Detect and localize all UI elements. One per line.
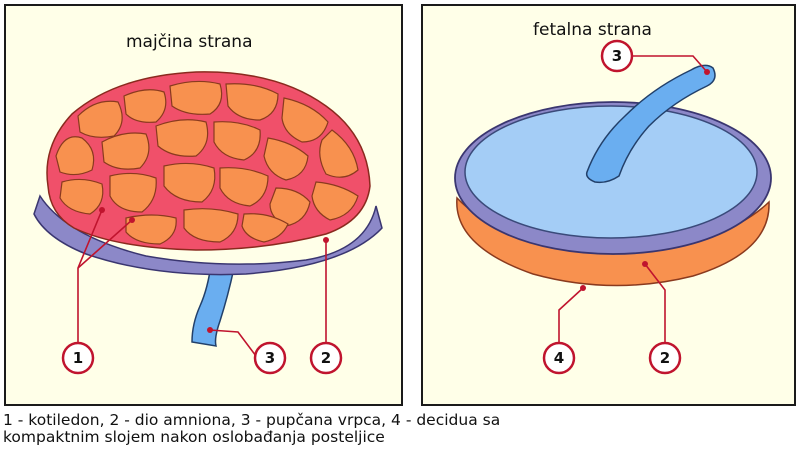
maternal-placenta-illustration: 1 3 2 — [33, 71, 383, 375]
fetal-placenta-illustration: 3 4 2 — [454, 39, 772, 375]
lobe — [163, 162, 216, 203]
lobe — [219, 167, 269, 207]
label-number: 3 — [612, 47, 622, 65]
lobe — [169, 80, 223, 115]
label-number: 2 — [660, 349, 670, 367]
maternal-side-title: majčina strana — [126, 32, 253, 52]
lobe — [225, 83, 279, 121]
caption-line-2: kompaktnim slojem nakon oslobađanja post… — [3, 428, 385, 446]
lobe — [311, 181, 359, 221]
label-number: 2 — [321, 349, 331, 367]
caption-line-1: 1 - kotiledon, 2 - dio amniona, 3 - pupč… — [3, 411, 501, 429]
lobe — [213, 121, 261, 161]
cotyledon-lobes — [55, 80, 359, 245]
lobe — [269, 187, 311, 227]
label-marker-2: 2 — [309, 341, 343, 375]
lobe — [55, 136, 95, 176]
leader-line-2 — [644, 263, 666, 344]
leader-line-4 — [558, 287, 584, 344]
maternal-side-panel: majčina strana — [4, 4, 403, 406]
amnion-layer — [33, 194, 383, 276]
fetal-side-panel: fetalna strana 3 4 2 — [421, 4, 796, 406]
label-number: 4 — [554, 349, 564, 367]
label-marker-2: 2 — [648, 341, 682, 375]
lobe — [101, 132, 150, 170]
label-number: 1 — [73, 349, 83, 367]
lobe — [125, 214, 177, 245]
lobe — [59, 178, 104, 215]
leader-line-1b — [77, 219, 133, 269]
lobe — [319, 129, 359, 178]
lobe — [77, 100, 123, 138]
lobe — [183, 208, 239, 243]
lobe — [155, 119, 209, 157]
lobe — [281, 97, 329, 143]
umbilical-cord — [191, 263, 235, 347]
umbilical-cord — [585, 64, 716, 184]
label-marker-3: 3 — [600, 39, 634, 73]
label-number: 3 — [265, 349, 275, 367]
fetal-side-title: fetalna strana — [533, 20, 652, 40]
lobe — [109, 172, 157, 213]
lobe — [123, 89, 167, 123]
lobe — [263, 137, 309, 181]
figure-caption: 1 - kotiledon, 2 - dio amniona, 3 - pupč… — [3, 412, 799, 446]
leader-line-3 — [631, 55, 708, 73]
lobe — [241, 213, 289, 243]
leader-line-3 — [209, 329, 257, 357]
label-marker-4: 4 — [542, 341, 576, 375]
label-marker-3: 3 — [253, 341, 287, 375]
label-marker-1: 1 — [61, 341, 95, 375]
